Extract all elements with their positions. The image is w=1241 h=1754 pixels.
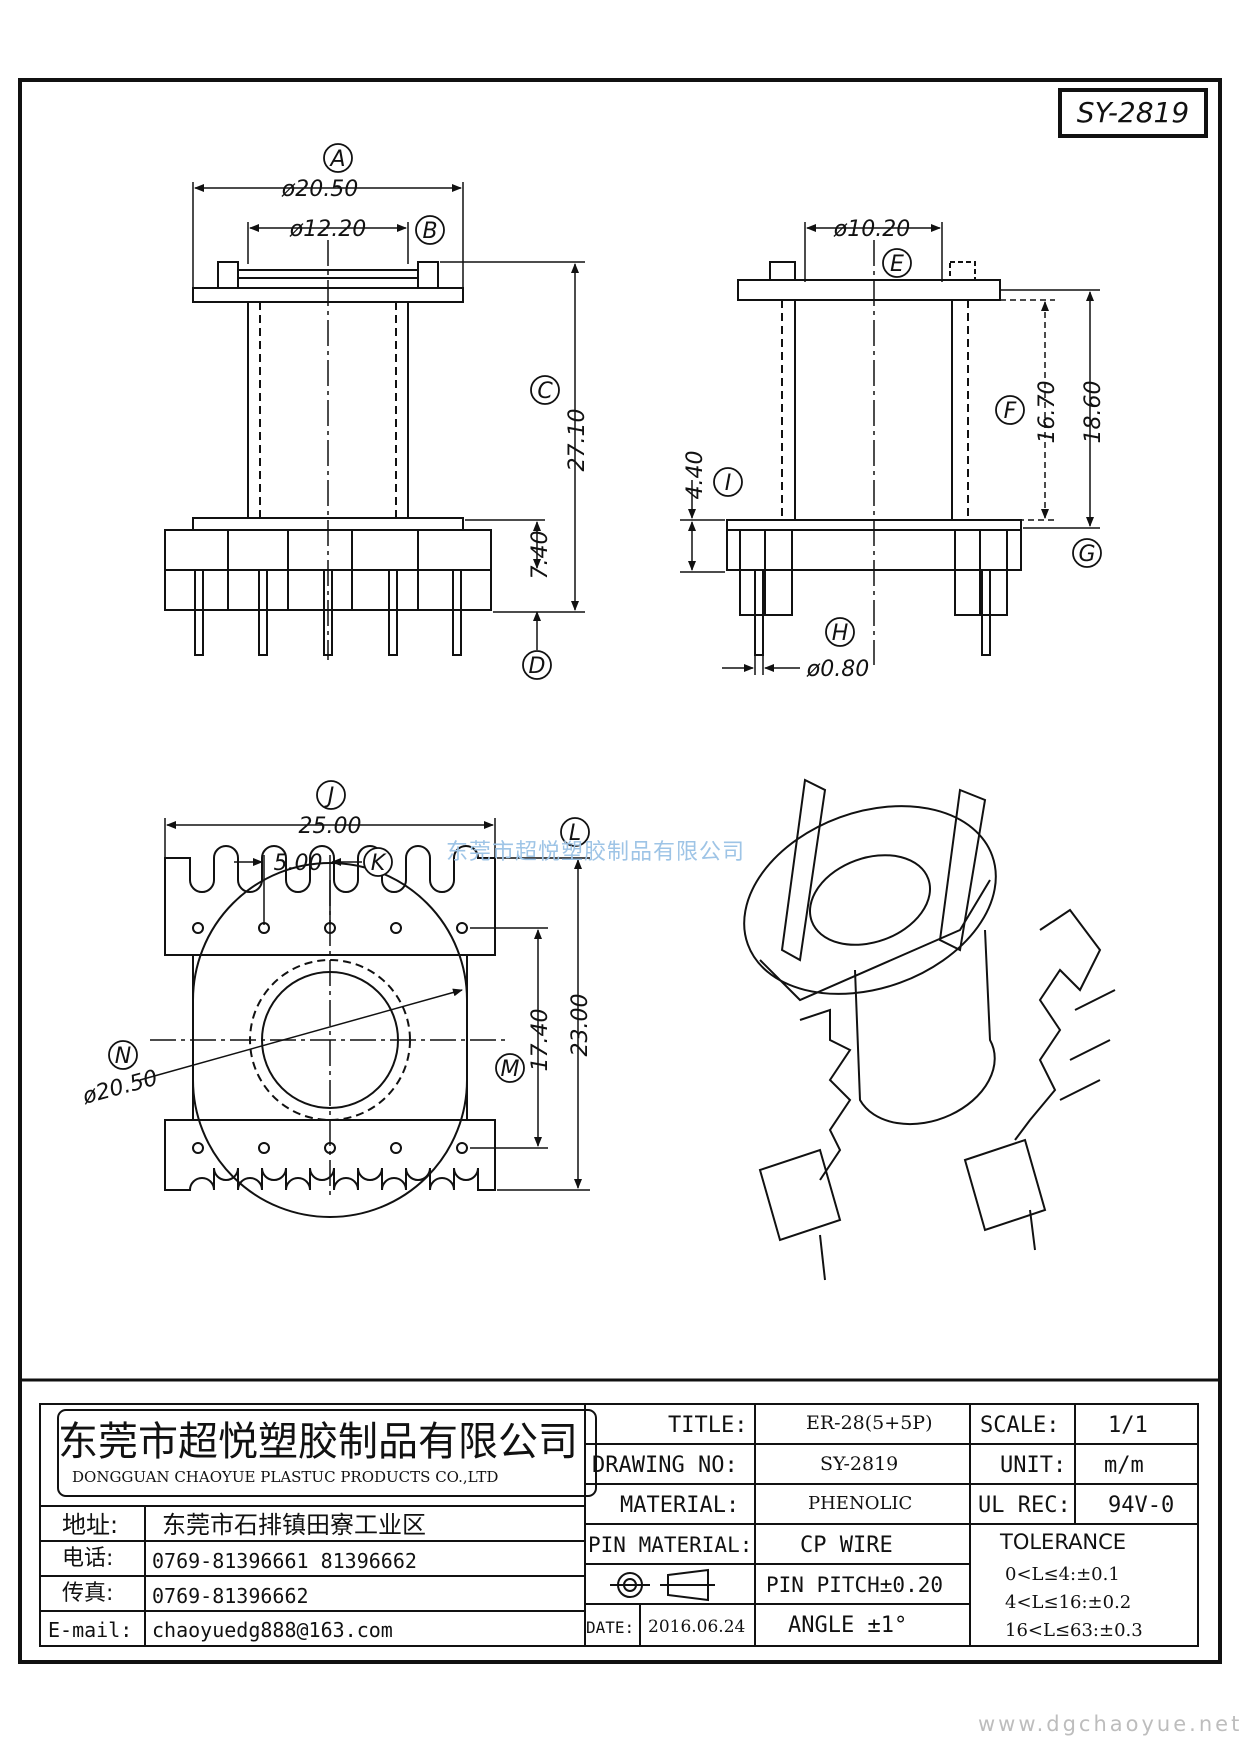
material-value: PHENOLIC <box>808 1493 913 1514</box>
scale-value: 1/1 <box>1108 1413 1148 1438</box>
fax-label: 传真: <box>62 1581 114 1606</box>
material-label: MATERIAL: <box>620 1493 740 1518</box>
dim-j-value: 25.00 <box>299 814 362 839</box>
dim-label-n: N <box>115 1044 131 1069</box>
title-block-grid <box>39 1403 1199 1647</box>
dim-label-j: J <box>324 784 335 809</box>
side-dimensions <box>680 222 1100 675</box>
dim-d-value: 7.40 <box>528 531 553 580</box>
tolerance-range-2: 4<L≤16:±0.2 <box>1005 1592 1132 1613</box>
ul-label: UL REC: <box>978 1493 1071 1518</box>
ul-value: 94V-0 <box>1108 1493 1175 1518</box>
address-label: 地址: <box>62 1511 119 1539</box>
side-view <box>726 240 1022 665</box>
front-view <box>164 240 492 660</box>
drawing-no-label: DRAWING NO: <box>592 1453 738 1478</box>
dim-label-l: L <box>569 821 581 846</box>
email-value[interactable]: chaoyuedg888@163.com <box>152 1618 393 1642</box>
dim-label-i: I <box>725 471 732 496</box>
dim-label-b: B <box>422 219 437 244</box>
watermark-company: 东莞市超悦塑胶制品有限公司 <box>446 840 746 865</box>
front-dimensions <box>192 182 585 650</box>
drawing-no-value: SY-2819 <box>820 1453 899 1475</box>
scale-label: SCALE: <box>980 1413 1060 1438</box>
dim-label-h: H <box>832 621 849 646</box>
dim-k-value: 5.00 <box>274 851 323 876</box>
title-label: TITLE: <box>668 1413 748 1438</box>
date-label: DATE: <box>586 1618 635 1637</box>
dim-c-value: 27.10 <box>565 409 590 472</box>
dim-h-value: ø0.80 <box>806 657 869 682</box>
top-dimensions <box>139 818 590 1191</box>
angle-tolerance: ANGLE ±1° <box>788 1613 908 1638</box>
outer-frame <box>18 78 1222 1664</box>
unit-value: m/m <box>1104 1453 1144 1478</box>
dim-label-a: A <box>328 147 345 172</box>
pin-pitch: PIN PITCH±0.20 <box>766 1573 944 1597</box>
isometric-view <box>743 778 1116 1281</box>
dim-label-g: G <box>1078 542 1095 567</box>
date-value: 2016.06.24 <box>648 1617 746 1637</box>
unit-label: UNIT: <box>1000 1453 1067 1478</box>
tolerance-range-1: 0<L≤4:±0.1 <box>1005 1564 1120 1585</box>
title-value: ER-28(5+5P) <box>806 1412 933 1434</box>
dim-n-value: ø20.50 <box>79 1066 160 1110</box>
address-value: 东莞市石排镇田寮工业区 <box>162 1511 426 1539</box>
dim-label-m: M <box>501 1057 520 1082</box>
pin-material-label: PIN MATERIAL: <box>588 1533 753 1557</box>
dim-label-e: E <box>890 252 904 277</box>
website-url[interactable]: www.dgchaoyue.net <box>978 1712 1241 1736</box>
dim-label-d: D <box>529 654 546 679</box>
dim-b-value: ø12.20 <box>289 217 366 242</box>
dim-g-value: 18.60 <box>1081 381 1106 444</box>
phone-label: 电话: <box>62 1546 114 1571</box>
dim-m-value: 17.40 <box>528 1009 553 1072</box>
tolerance-range-3: 16<L≤63:±0.3 <box>1005 1620 1143 1641</box>
fax-value: 0769-81396662 <box>152 1584 309 1608</box>
dim-i-value: 4.40 <box>683 451 708 500</box>
tolerance-label: TOLERANCE <box>1000 1530 1127 1554</box>
dim-e-value: ø10.20 <box>833 217 910 242</box>
dim-label-c: C <box>537 379 553 404</box>
drawing-number-box: SY-2819 <box>1058 88 1208 138</box>
pin-material-value: CP WIRE <box>800 1533 893 1558</box>
dim-label-f: F <box>1004 399 1017 424</box>
dim-l-value: 23.00 <box>568 994 593 1057</box>
company-name-en: DONGGUAN CHAOYUE PLASTUC PRODUCTS CO.,LT… <box>72 1468 499 1486</box>
dim-f-value: 16.70 <box>1035 381 1060 444</box>
dim-label-k: K <box>371 851 387 876</box>
label-circles <box>108 143 1102 1083</box>
phone-value: 0769-81396661 81396662 <box>152 1549 417 1573</box>
email-label: E-mail: <box>48 1618 133 1642</box>
company-name-cn: 东莞市超悦塑胶制品有限公司 <box>58 1419 578 1465</box>
dim-a-value: ø20.50 <box>281 177 358 202</box>
